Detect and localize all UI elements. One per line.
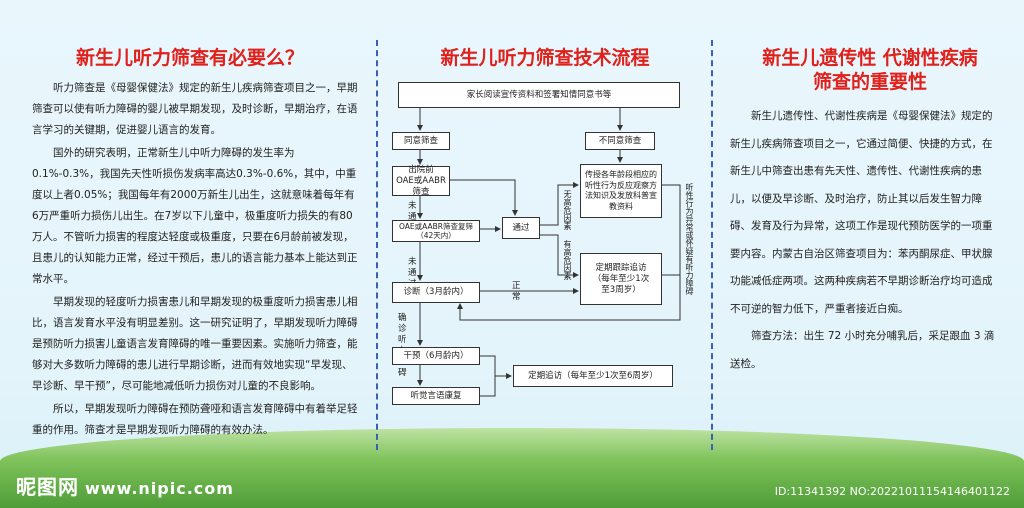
flow-diagnose: 诊断（3月龄内） xyxy=(392,282,480,303)
flow-rescreen: OAE或AABR筛查复筛 （42天内） xyxy=(392,220,480,242)
left-paragraph-2: 国外的研究表明，正常新生儿中听力障碍的发生率为0.1%-0.3%，我国先天性听损… xyxy=(32,147,358,285)
right-paragraph-1: 新生儿遗传性、代谢性疾病是《母婴保健法》规定的新生儿疾病筛查项目之一，它通过简便… xyxy=(730,110,993,315)
left-paragraph-1: 听力筛查是《母婴保健法》规定的新生儿疾病筛查项目之一，早期筛查可以使有听力障碍的… xyxy=(32,82,358,136)
column-divider-right xyxy=(711,40,713,450)
right-body: 新生儿遗传性、代谢性疾病是《母婴保健法》规定的新生儿疾病筛查项目之一，它通过简便… xyxy=(730,103,996,378)
left-body: 听力筛查是《母婴保健法》规定的新生儿疾病筛查项目之一，早期筛查可以使有听力障碍的… xyxy=(32,78,359,443)
watermark-url: www.nipic.com xyxy=(85,479,234,498)
flowchart-lines xyxy=(417,108,681,397)
watermark-id: ID:11341392 NO:20221011154146401122 xyxy=(774,485,1010,498)
left-paragraph-4: 所以，早期发现听力障碍在预防聋哑和语言发育障碍中有着举足轻重的作用。筛查才是早期… xyxy=(32,403,358,436)
column-divider-left xyxy=(376,40,378,450)
left-title: 新生儿听力筛查有必要么？ xyxy=(75,47,304,69)
flow-followup-6y: 定期追访（每年至少1次至6周岁） xyxy=(513,365,673,387)
flow-pass: 通过 xyxy=(502,217,540,239)
flow-parent-consent: 家长阅读宣传资料和签署知情同意书等 xyxy=(398,82,680,108)
flow-label-no-risk: 无高危因素 xyxy=(563,190,572,230)
flow-agree: 同意筛查 xyxy=(392,132,450,150)
left-paragraph-3: 早期发现的轻度听力损害患儿和早期发现的极重度听力损害患儿相比，语言发育水平没有明… xyxy=(32,296,358,392)
right-title-line1: 新生儿遗传性 代谢性疾病 xyxy=(762,47,978,69)
grass-background xyxy=(0,428,1024,508)
right-title-line2: 筛查的重要性 xyxy=(812,71,927,93)
watermark-logo: 昵图网 www.nipic.com xyxy=(16,471,234,500)
flow-rehab: 听觉言语康复 xyxy=(392,387,480,405)
flow-predischarge-screen: 出院前 OAE或AABR筛查 xyxy=(392,165,450,197)
flow-label-confirm: 确诊 听力障碍 xyxy=(398,313,407,378)
middle-title: 新生儿听力筛查技术流程 xyxy=(440,47,650,69)
flow-regular-followup: 定期跟踪追访 （每年至少1次 至3周岁） xyxy=(580,253,662,305)
flow-label-has-risk: 有高危因素 xyxy=(563,240,572,280)
flow-disagree: 不同意筛查 xyxy=(585,132,655,150)
flow-intervene: 干预（6月龄内） xyxy=(392,347,480,365)
flow-label-normal: 正常 xyxy=(512,281,521,302)
flow-teach-materials: 传授各年龄段相应的听性行为反应观察方法知识及发放科普宣教资料 xyxy=(580,164,662,218)
right-paragraph-2: 筛查方法：出生 72 小时充分哺乳后，采足跟血 3 滴送检。 xyxy=(730,330,995,370)
flow-label-abnormal: 听性行为异常或怀疑有听力障碍 xyxy=(685,183,694,295)
watermark-site: 昵图网 xyxy=(16,475,79,499)
